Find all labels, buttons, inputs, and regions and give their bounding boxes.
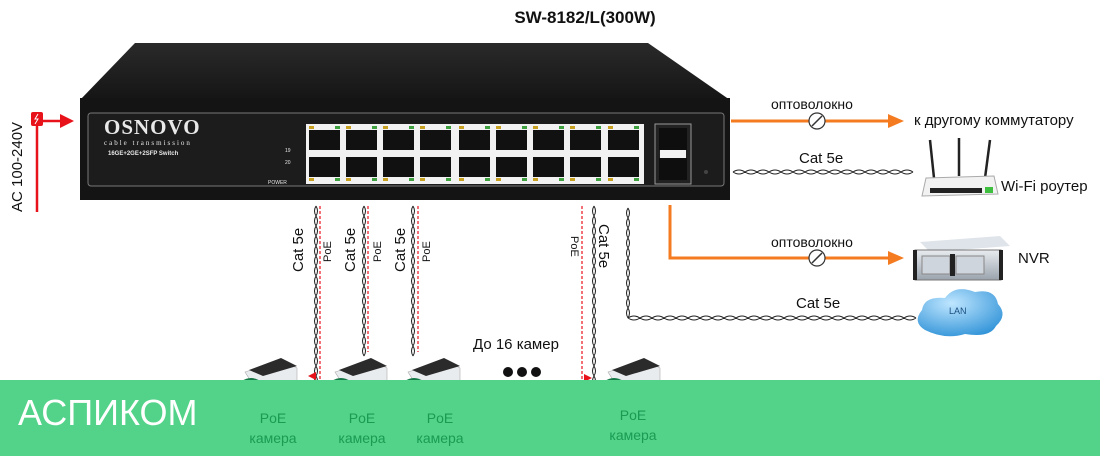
- switch-brand-logo: OSNOVO: [104, 115, 201, 139]
- switch-tagline: cable transmission: [104, 139, 192, 147]
- rj45-port-1: [309, 130, 340, 150]
- cat5e-cable: [626, 207, 630, 319]
- power-label: AC 100-240V: [9, 121, 26, 212]
- poe-arrow-icon: [308, 372, 316, 380]
- cat5e-label-cam3: Cat 5e: [392, 227, 409, 272]
- fiber-link-nvr: [668, 205, 904, 267]
- rj45-port-16: [570, 157, 601, 177]
- rj45-port-4: [346, 157, 377, 177]
- other-switch-label: к другому коммутатору: [914, 112, 1074, 129]
- poe-label-cam4: PoE: [568, 236, 580, 257]
- rj45-port-6: [383, 157, 414, 177]
- rj45-port-9: [459, 130, 490, 150]
- rj45-port-15: [570, 130, 601, 150]
- rj45-port-18: [608, 157, 639, 177]
- fiber-label-top: оптоволокно: [771, 96, 853, 112]
- nvr-label: NVR: [1018, 250, 1050, 267]
- fiber-link-switch: [731, 112, 904, 130]
- sfp-port-20: [659, 158, 687, 180]
- power-input: [31, 112, 74, 212]
- rj45-port-12: [496, 157, 527, 177]
- wifi-router-icon: [921, 138, 999, 197]
- cat5e-label-router: Cat 5e: [799, 150, 844, 167]
- cat5e-cable: [592, 205, 596, 387]
- switch-device: [80, 43, 730, 200]
- switch-model-title: SW-8182/L(300W): [514, 8, 656, 27]
- rj45-port-2: [309, 157, 340, 177]
- rj45-port-3: [346, 130, 377, 150]
- more-cameras-dots: [503, 367, 541, 377]
- cat5e-cable: [411, 205, 415, 357]
- rj45-port-7: [420, 130, 451, 150]
- cat5e-cable: [314, 205, 318, 387]
- fiber-label-nvr: оптоволокно: [771, 234, 853, 250]
- twisted-pair-cables: [308, 169, 917, 387]
- cat5e-cable: [627, 315, 917, 321]
- power-arrow-icon: [60, 114, 74, 128]
- sfp-port-19: [659, 128, 687, 150]
- cat5e-label-cam1: Cat 5e: [290, 227, 307, 272]
- rj45-port-5: [383, 130, 414, 150]
- switch-model-desc: 16GE+2GE+2SFP Switch: [108, 151, 179, 157]
- rj45-port-13: [533, 130, 564, 150]
- cat5e-label-cam4: Cat 5e: [595, 224, 612, 269]
- rj45-port-11: [496, 130, 527, 150]
- brand-name: АСПИКОМ: [18, 392, 198, 433]
- reset-button: [704, 170, 708, 174]
- cat5e-label-cam2: Cat 5e: [342, 227, 359, 272]
- nvr-server-icon: [913, 236, 1010, 281]
- rj45-port-10: [459, 157, 490, 177]
- cat5e-cable: [732, 169, 914, 175]
- camera-count-label: До 16 камер: [473, 336, 559, 353]
- rj45-port-17: [608, 130, 639, 150]
- poe-label-cam1: PoE: [322, 241, 334, 262]
- indicator-19: 19: [285, 148, 291, 154]
- cat5e-cable: [362, 205, 366, 357]
- brand-band: [0, 380, 1100, 456]
- cat5e-label-lan: Cat 5e: [796, 295, 841, 312]
- lan-label: LAN: [949, 306, 967, 316]
- rj45-port-14: [533, 157, 564, 177]
- poe-label-cam2: PoE: [372, 241, 384, 262]
- lan-cloud-icon: [917, 289, 1003, 337]
- rj45-port-8: [420, 157, 451, 177]
- router-label: Wi-Fi роутер: [1001, 178, 1088, 195]
- indicator-power: POWER: [268, 180, 287, 186]
- indicator-20: 20: [285, 160, 291, 166]
- poe-label-cam3: PoE: [421, 241, 433, 262]
